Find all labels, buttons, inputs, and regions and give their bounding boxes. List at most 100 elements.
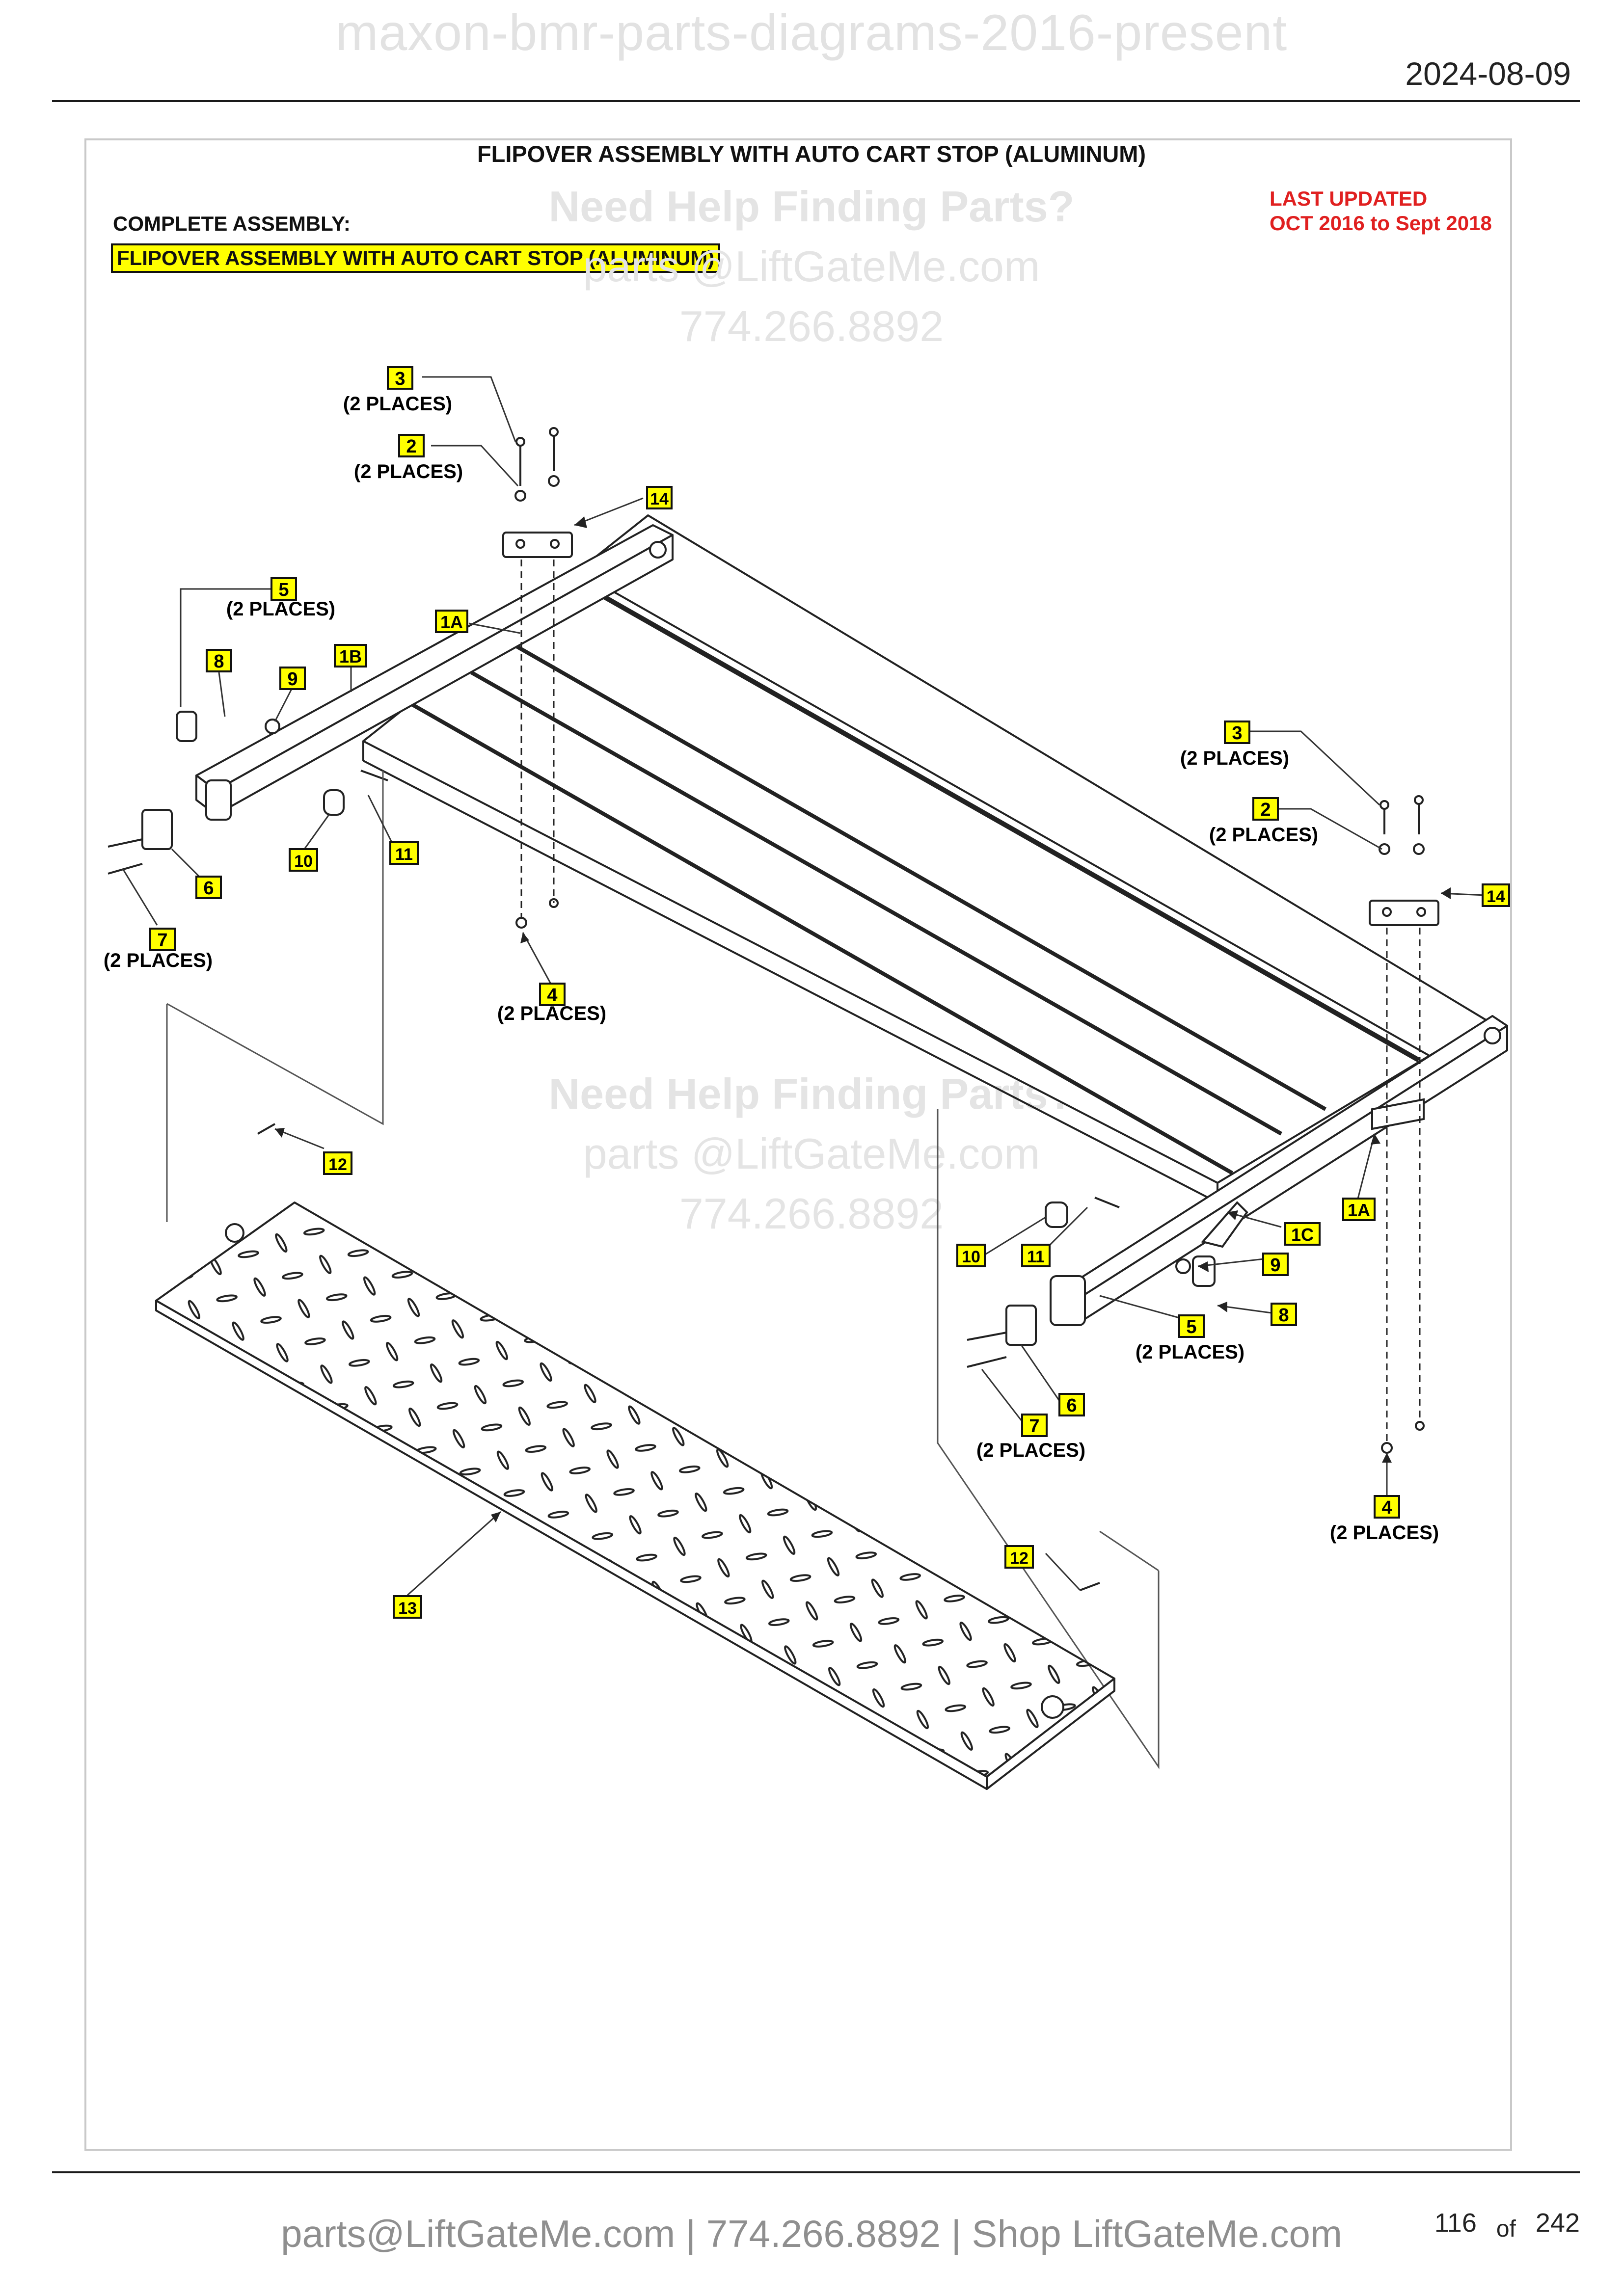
callout-10-right[interactable]: 10 — [956, 1244, 986, 1267]
callout-label: 8 — [1278, 1305, 1289, 1326]
callout-label: 3 — [1232, 723, 1242, 744]
callout-14-right[interactable]: 14 — [1482, 883, 1510, 907]
watermark-help-text: Need Help Finding Parts? — [548, 182, 1075, 231]
help-watermark-top: Need Help Finding Parts? parts @LiftGate… — [0, 177, 1623, 356]
right-frame-bar — [1050, 1015, 1508, 1326]
ramp-plate — [155, 1201, 1115, 1790]
callout-5-left[interactable]: 5 (2 PLACES) — [226, 577, 335, 620]
callout-1a-right[interactable]: 1A — [1342, 1198, 1376, 1221]
watermark-phone: 774.266.8892 — [679, 1189, 944, 1238]
callout-label: 5 — [1186, 1317, 1196, 1337]
watermark-email: parts @LiftGateMe.com — [583, 1129, 1040, 1178]
dashed-guides — [520, 560, 1421, 1443]
callout-label: 10 — [962, 1248, 980, 1266]
callout-label: 9 — [287, 669, 298, 690]
callout-label: 8 — [214, 651, 224, 672]
left-frame-bar — [195, 524, 674, 821]
callout-label: 14 — [650, 490, 669, 508]
page-of-label: of — [1496, 2216, 1516, 2242]
callout-label: 7 — [157, 930, 167, 951]
callout-label: 13 — [398, 1599, 417, 1618]
callout-label: 5 — [278, 580, 289, 600]
leader-lines — [122, 376, 1486, 1596]
header-rule — [52, 100, 1580, 102]
callout-label: 1A — [440, 612, 463, 632]
callout-label: 7 — [1029, 1416, 1039, 1437]
last-updated-label: LAST UPDATED — [1270, 187, 1428, 210]
footer-contact[interactable]: parts@LiftGateMe.com | 774.266.8892 | Sh… — [281, 2212, 1342, 2255]
assembly-lines — [166, 771, 1160, 1769]
callout-12-left[interactable]: 12 — [323, 1151, 352, 1175]
page-date: 2024-08-09 — [1405, 55, 1571, 92]
callout-label: 6 — [1066, 1395, 1077, 1416]
callout-6-right[interactable]: 6 — [1058, 1393, 1085, 1416]
callout-note: (2 PLACES) — [1209, 824, 1318, 846]
callout-9-left[interactable]: 9 — [279, 667, 306, 690]
last-updated-note: LAST UPDATED OCT 2016 to Sept 2018 — [1270, 187, 1492, 236]
callout-9-right[interactable]: 9 — [1262, 1253, 1289, 1276]
callout-label: 6 — [203, 878, 214, 899]
callout-note: (2 PLACES) — [976, 1440, 1085, 1461]
callout-note: (2 PLACES) — [497, 1003, 606, 1024]
hinge-brackets — [502, 532, 1439, 1130]
complete-assembly-label: COMPLETE ASSEMBLY: — [113, 212, 351, 235]
callout-label: 2 — [406, 436, 416, 457]
callout-7-left[interactable]: 7 (2 PLACES) — [104, 928, 213, 971]
callout-4-right[interactable]: 4 (2 PLACES) — [1330, 1495, 1439, 1544]
footer-rule — [52, 2171, 1580, 2173]
callout-label: 1A — [1348, 1200, 1370, 1220]
callout-note: (2 PLACES) — [354, 461, 463, 482]
callout-8-left[interactable]: 8 — [206, 649, 232, 672]
leader-arrowheads — [275, 516, 1451, 1522]
callout-12-right[interactable]: 12 — [1004, 1545, 1034, 1569]
callout-note: (2 PLACES) — [104, 950, 213, 971]
callout-6-left[interactable]: 6 — [195, 876, 222, 899]
callout-label: 1B — [339, 646, 362, 667]
callout-10-left[interactable]: 10 — [289, 848, 318, 872]
page-current: 116 — [1434, 2208, 1477, 2238]
callout-2-left[interactable]: 2 (2 PLACES) — [354, 434, 463, 482]
watermark-email: parts @LiftGateMe.com — [583, 242, 1040, 291]
callout-13[interactable]: 13 — [393, 1595, 422, 1619]
callout-label: 12 — [328, 1155, 347, 1174]
callout-2-right[interactable]: 2 (2 PLACES) — [1209, 797, 1318, 846]
callout-3-left[interactable]: 3 (2 PLACES) — [343, 366, 452, 415]
callout-note: (2 PLACES) — [1330, 1522, 1439, 1544]
callout-label: 4 — [547, 985, 557, 1006]
complete-assembly-name[interactable]: FLIPOVER ASSEMBLY WITH AUTO CART STOP (A… — [111, 243, 721, 273]
callout-note: (2 PLACES) — [1180, 748, 1289, 769]
last-updated-range: OCT 2016 to Sept 2018 — [1270, 212, 1492, 235]
callout-1b-left[interactable]: 1B — [334, 644, 367, 667]
callout-label: 11 — [1027, 1248, 1045, 1266]
callout-11-left[interactable]: 11 — [389, 841, 419, 865]
callout-label: 3 — [395, 369, 405, 389]
callout-note: (2 PLACES) — [226, 598, 335, 620]
watermark-help-text: Need Help Finding Parts? — [548, 1069, 1075, 1118]
callout-11-right[interactable]: 11 — [1021, 1244, 1051, 1267]
diagram-title: FLIPOVER ASSEMBLY WITH AUTO CART STOP (A… — [477, 141, 1146, 167]
callout-label: 12 — [1010, 1549, 1028, 1568]
diagram-frame — [84, 138, 1512, 2151]
page-number: 116 of 242 — [1434, 2208, 1580, 2242]
callout-label: 11 — [395, 845, 413, 864]
callout-8-right[interactable]: 8 — [1271, 1303, 1297, 1326]
watermark-phone: 774.266.8892 — [679, 302, 944, 350]
callout-14-left[interactable]: 14 — [646, 486, 673, 509]
callout-3-right[interactable]: 3 (2 PLACES) — [1180, 721, 1289, 769]
callout-1c-right[interactable]: 1C — [1284, 1222, 1321, 1246]
callout-7-right[interactable]: 7 (2 PLACES) — [976, 1414, 1085, 1461]
callout-label: 4 — [1381, 1497, 1392, 1518]
callout-label: 10 — [294, 852, 313, 871]
callout-4-left[interactable]: 4 (2 PLACES) — [497, 983, 606, 1024]
callout-label: 14 — [1487, 887, 1505, 906]
page-total: 242 — [1535, 2208, 1580, 2238]
callout-note: (2 PLACES) — [343, 393, 452, 415]
header-watermark: maxon-bmr-parts-diagrams-2016-present — [335, 4, 1288, 61]
callout-note: (2 PLACES) — [1136, 1341, 1244, 1363]
callout-label: 1C — [1291, 1225, 1314, 1245]
callout-5-right[interactable]: 5 (2 PLACES) — [1136, 1314, 1244, 1363]
callout-label: 9 — [1270, 1255, 1280, 1276]
callout-1a-left[interactable]: 1A — [435, 610, 468, 633]
callout-boxes: 3 (2 PLACES) 2 (2 PLACES) 14 5 (2 PLACES… — [104, 366, 1510, 1619]
